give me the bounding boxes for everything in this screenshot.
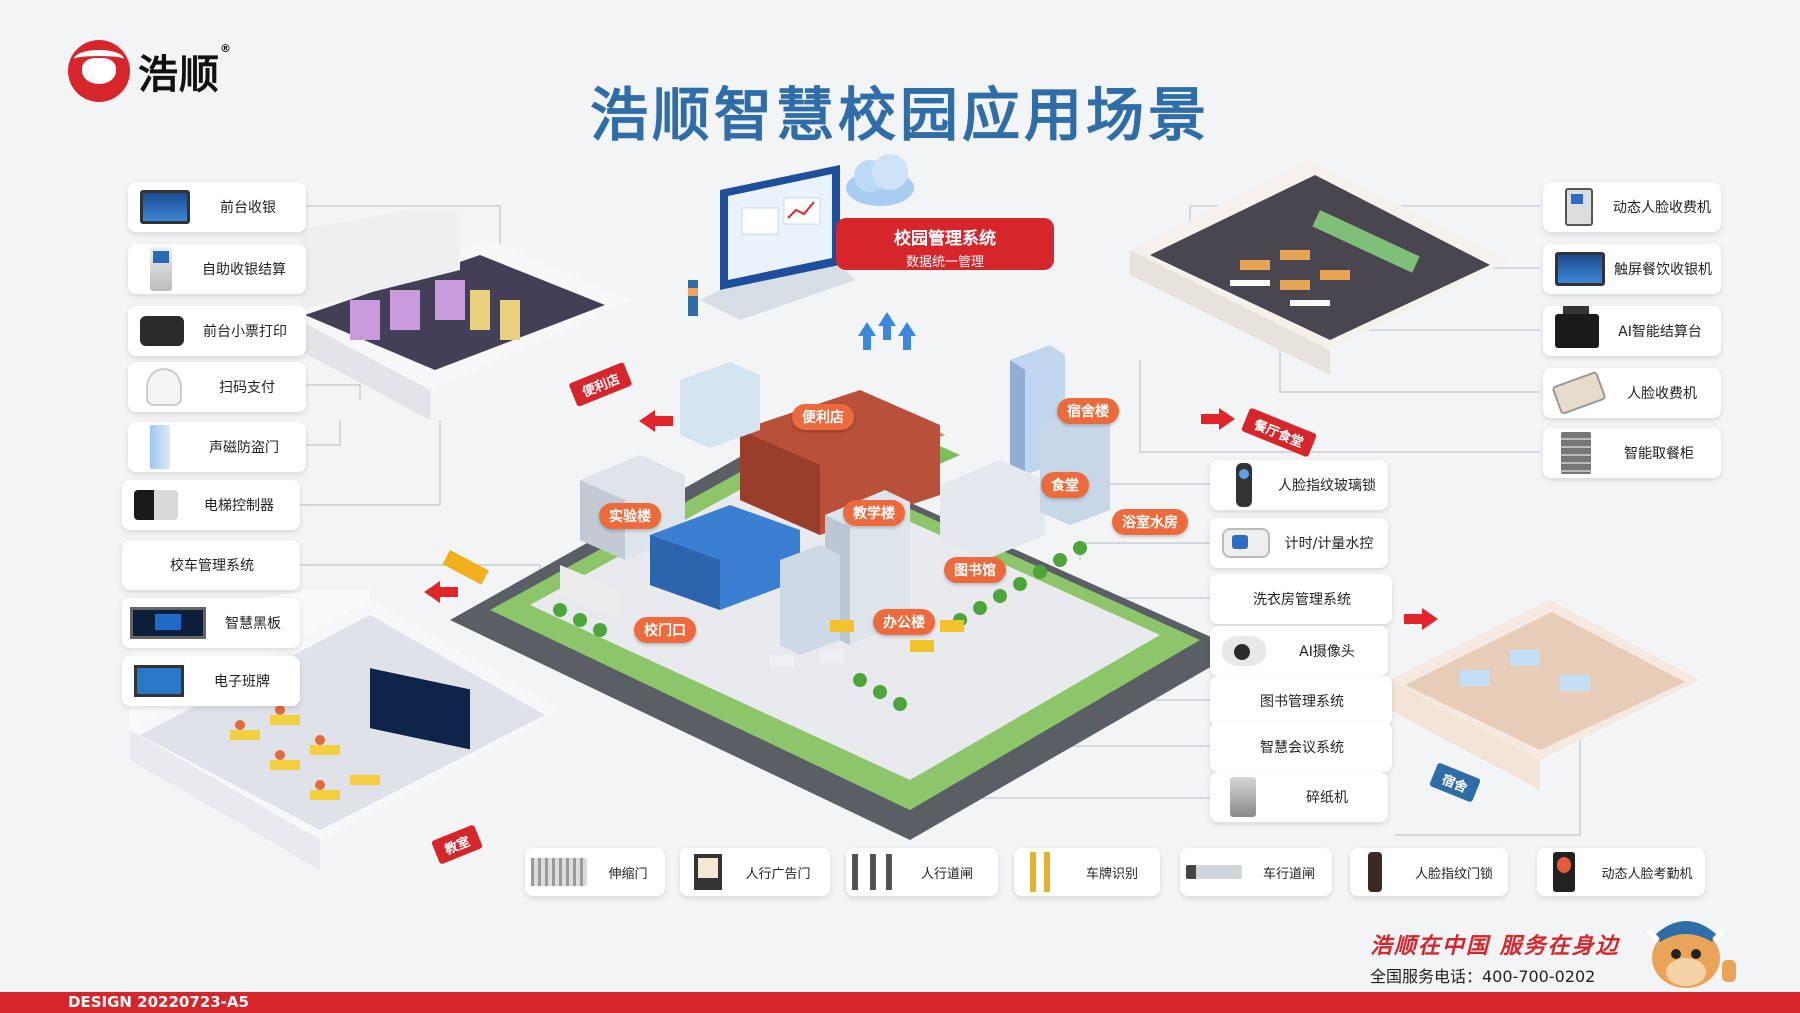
brand-name: 浩顺® [138,42,232,98]
building-office [780,545,840,655]
self-checkout-kiosk-icon [150,247,172,291]
store-scene [280,210,630,420]
canteen-scene [1130,160,1510,375]
class-display-icon [134,665,184,697]
management-title: 校园管理系统 [894,229,996,249]
folding-gate-icon [531,858,587,886]
device-card-turnstile[interactable]: 人行道闸 [846,848,998,896]
device-card-self-checkout[interactable]: 自助收银结算 [128,244,306,294]
turnstile-icon [852,854,892,890]
building-tag-dorm: 宿舍楼 [1057,398,1119,424]
device-card-plate-recognition[interactable]: 车牌识别 [1014,848,1160,896]
plate-recognition-icon [1020,852,1060,892]
building-tag-gate: 校门口 [634,617,696,643]
pos-terminal-icon [140,190,190,224]
management-illustration [688,165,855,320]
ad-gate-icon [694,854,722,890]
anti-theft-gate-icon [150,425,170,469]
face-payment-terminal-icon [1565,188,1593,226]
building-tag-store: 便利店 [792,404,854,430]
building-tag-bath: 浴室水房 [1112,509,1188,535]
campus-illustration [442,345,1240,840]
building-hall [650,505,800,610]
cloud-icon [846,154,914,206]
left-arrow-icon [424,581,458,603]
device-card-door-lock[interactable]: 人脸指纹门锁 [1350,848,1508,896]
device-card-touch-pos[interactable]: 触屏餐饮收银机 [1543,244,1721,294]
device-card-anti-theft[interactable]: 声磁防盗门 [128,422,306,472]
device-card-face-payment[interactable]: 动态人脸收费机 [1543,182,1721,232]
door-lock-icon [1368,852,1382,892]
water-meter-icon [1222,528,1270,558]
management-system-badge: 校园管理系统 数据统一管理 [836,218,1054,270]
meal-locker-icon [1561,432,1591,474]
device-card-face-attendance[interactable]: 动态人脸考勤机 [1537,848,1705,896]
up-arrow-icon [898,322,916,350]
barrier-gate-icon [1186,865,1242,879]
device-card-class-display[interactable]: 电子班牌 [122,656,300,706]
building-tag-teaching: 教学楼 [843,500,905,526]
left-arrow-icon [639,410,673,432]
device-card-pos[interactable]: 前台收银 [128,182,306,232]
slogan: 浩顺在中国 服务在身边 [1370,933,1620,959]
device-card-glass-lock[interactable]: 人脸指纹玻璃锁 [1210,460,1388,510]
management-subtitle: 数据统一管理 [905,255,984,270]
receipt-printer-icon [140,316,184,346]
brand-logo: 浩顺® [68,40,232,102]
up-arrow-icon [878,312,896,340]
device-card-smart-blackboard[interactable]: 智慧黑板 [122,598,300,648]
device-card-face-charger[interactable]: 人脸收费机 [1543,368,1721,418]
face-attendance-icon [1553,852,1575,892]
building-tag-lab: 实验楼 [599,503,661,529]
bull-logo-icon [68,40,130,102]
device-card-ai-camera[interactable]: AI摄像头 [1210,626,1388,676]
elevator-controller-icon [134,490,178,520]
touch-pos-icon [1555,252,1605,286]
device-card-bus-system[interactable]: 校车管理系统 [122,540,300,590]
ai-camera-icon [1222,636,1266,666]
shredder-icon [1230,777,1256,817]
device-card-folding-gate[interactable]: 伸缩门 [525,848,665,896]
device-card-meal-locker[interactable]: 智能取餐柜 [1543,428,1721,478]
device-card-ad-gate[interactable]: 人行广告门 [680,848,830,896]
service-hotline: 全国服务电话：400-700-0202 [1370,967,1596,986]
smart-blackboard-icon [130,607,206,639]
building-tag-office: 办公楼 [873,609,935,635]
device-card-shredder[interactable]: 碎纸机 [1210,772,1388,822]
device-card-water-control[interactable]: 计时/计量水控 [1210,518,1388,568]
device-card-receipt-printer[interactable]: 前台小票打印 [128,306,306,356]
face-charger-icon [1551,370,1607,416]
building-canteen [940,460,1045,560]
building-tag-library: 图书馆 [944,557,1006,583]
device-card-laundry-system[interactable]: 洗衣房管理系统 [1210,574,1392,624]
right-arrow-icon [1404,608,1438,630]
building-tag-canteen: 食堂 [1041,472,1089,498]
building-store [680,362,760,448]
ai-checkout-icon [1555,306,1599,348]
device-card-elevator[interactable]: 电梯控制器 [122,480,300,530]
design-code: DESIGN 20220723-A5 [68,993,249,1011]
right-arrow-icon [1201,408,1235,430]
device-card-qr-payment[interactable]: 扫码支付 [128,362,306,412]
qr-scanner-icon [146,368,182,406]
device-card-ai-checkout[interactable]: AI智能结算台 [1543,306,1721,356]
device-card-barrier-gate[interactable]: 车行道闸 [1180,848,1332,896]
building-bath [1040,410,1110,525]
bull-mascot-icon [1646,921,1736,988]
device-card-library-system[interactable]: 图书管理系统 [1210,676,1392,726]
footer-bar [0,992,1800,1013]
glass-lock-icon [1236,463,1252,507]
up-arrow-icon [858,322,876,350]
dorm-scene [1390,600,1700,790]
school-bus-icon [442,550,489,585]
device-card-meeting-system[interactable]: 智慧会议系统 [1210,722,1392,772]
building-gate [560,565,620,620]
page-title: 浩顺智慧校园应用场景 [589,81,1210,149]
